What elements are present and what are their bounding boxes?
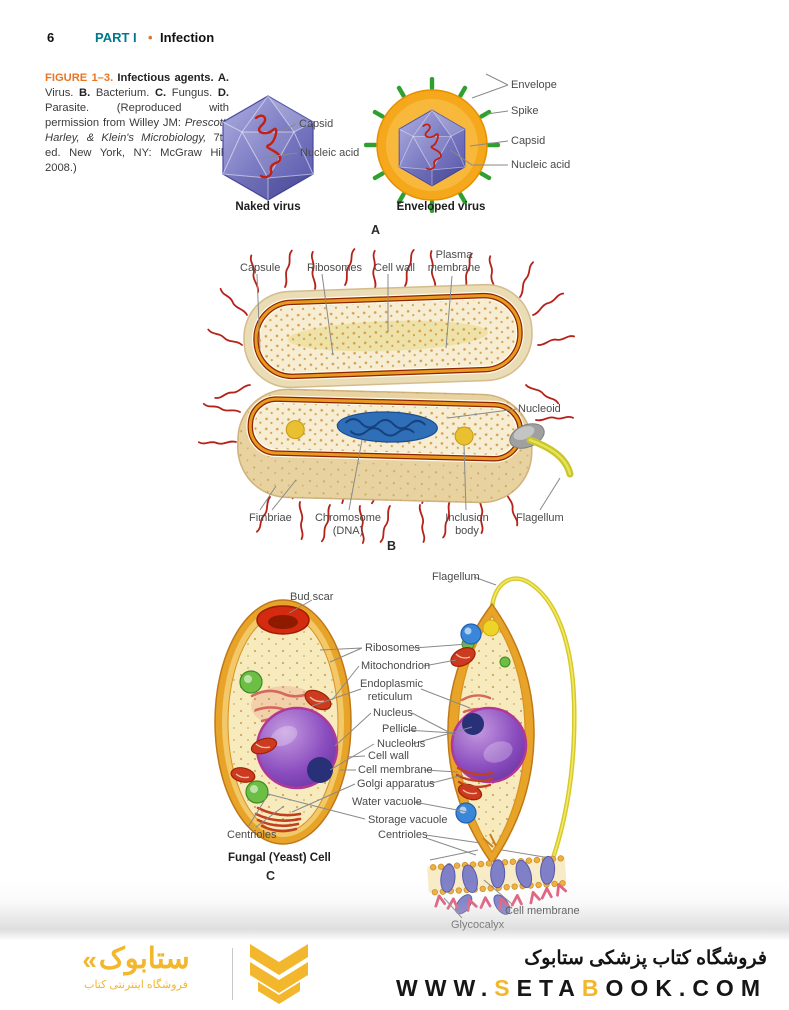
fungal-nucleolus [307, 757, 333, 783]
label-pellicle: Pellicle [382, 723, 417, 735]
fungal-cell-illustration [214, 599, 352, 845]
bacterial-flagellum [509, 423, 574, 478]
label-endoplasmic-reticulum: Endoplasmic reticulum [360, 678, 423, 703]
caption-title: Infectious agents. [117, 72, 214, 84]
label-water-vacuole: Water vacuole [352, 796, 422, 808]
label-nucleic-acid-naked: Nucleic acid [300, 147, 360, 159]
store-title-fa: فروشگاه کتاب پزشکی ستابوک [524, 948, 767, 969]
setabook-logo: « ستابوک فروشگاه اینترنتی کتاب [46, 943, 226, 991]
figure-illustration [197, 73, 577, 919]
panel-a-leader-lines [261, 73, 509, 166]
logo-subtitle: فروشگاه اینترنتی کتاب [84, 978, 188, 991]
parasite-illustration [447, 576, 577, 875]
footer-divider [232, 948, 233, 1000]
label-bud-scar: Bud scar [290, 591, 334, 603]
label-envelope: Envelope [511, 79, 557, 91]
parasite-flagellum [489, 576, 577, 875]
label-nucleic-acid-enveloped: Nucleic acid [511, 159, 571, 171]
bud-scar [256, 605, 310, 635]
fungal-mitochondria [230, 689, 332, 783]
label-ribosomes-b: Ribosomes [307, 262, 363, 274]
label-cell-membrane-cd: Cell membrane [358, 764, 433, 776]
label-inclusion-body: Inclusion body [445, 512, 489, 537]
bacterium-upper-half [243, 283, 533, 389]
logo-guillemet-mark: « [82, 944, 97, 975]
caption-source: (Reproduced with permission from Willey … [45, 102, 230, 129]
caption-fungal-cell: Fungal (Yeast) Cell [228, 852, 331, 864]
caption-enveloped-virus: Enveloped virus [396, 201, 486, 213]
figure-label: FIGURE 1–3. [45, 72, 114, 84]
fungal-storage-vacuoles [239, 670, 269, 804]
footer-banner: « ستابوک فروشگاه اینترنتی کتاب فروشگاه ک… [0, 940, 789, 1010]
parasite-water-vacuoles [455, 623, 482, 824]
label-fimbriae: Fimbriae [249, 512, 292, 524]
label-storage-vacuole: Storage vacuole [368, 814, 448, 826]
label-glycocalyx: Glycocalyx [451, 919, 505, 931]
section-title: Infection [160, 30, 215, 45]
label-capsid-naked: Capsid [299, 118, 334, 130]
bacterium-illustration [197, 247, 576, 544]
inclusion-body-right [454, 426, 474, 446]
panel-letter-c: C [266, 869, 276, 883]
label-nucleolus: Nucleolus [377, 738, 426, 750]
logo-title: ستابوک [98, 943, 190, 975]
label-cell-wall-b: Cell wall [374, 262, 415, 274]
part-label: PART I [95, 30, 137, 45]
label-mitochondrion: Mitochondrion [361, 660, 431, 672]
page-number: 6 [47, 30, 55, 45]
panel-b-leader-lines [256, 273, 561, 511]
label-nucleus: Nucleus [373, 707, 413, 719]
label-plasma-membrane: Plasma membrane [427, 249, 481, 274]
flagellum-basal-body [482, 619, 500, 637]
footer-right-block: فروشگاه کتاب پزشکی ستابوک WWW.SETABOOK.C… [396, 947, 767, 1002]
label-capsid-enveloped: Capsid [511, 135, 546, 147]
panel-letter-a: A [371, 223, 381, 237]
label-spike: Spike [511, 105, 539, 117]
label-nucleoid: Nucleoid [518, 403, 561, 415]
bacterium-lower-half [237, 388, 533, 504]
parasite-mitochondria [450, 647, 483, 801]
label-flagellum-b: Flagellum [516, 512, 564, 524]
bullet-separator: • [148, 30, 153, 45]
parasite-nucleolus [462, 713, 484, 735]
label-ribosomes-cd: Ribosomes [365, 642, 421, 654]
label-cell-wall-cd: Cell wall [368, 750, 409, 762]
panel-letter-b: B [387, 539, 397, 553]
caption-naked-virus: Naked virus [235, 201, 301, 213]
label-capsule: Capsule [240, 262, 281, 274]
label-chromosome-dna: Chromosome (DNA) [314, 512, 382, 537]
label-centrioles-left: Centrioles [227, 829, 277, 841]
parasite-centrioles [482, 833, 497, 848]
chromosome-nucleoid [336, 411, 438, 443]
fungal-golgi [254, 806, 302, 833]
store-url: WWW.SETABOOK.COM [396, 975, 767, 1001]
enveloped-virus-illustration [364, 77, 500, 213]
chevron-logo-icon [250, 944, 308, 1004]
label-centrioles-right: Centrioles [378, 829, 428, 841]
caption-source-italic: Prescott, Harley, & Klein's Microbiology… [45, 117, 229, 144]
label-golgi-apparatus: Golgi apparatus [357, 778, 435, 790]
inclusion-body-left [285, 420, 305, 440]
label-flagellum-d: Flagellum [432, 571, 480, 583]
label-cell-membrane-detail: Cell membrane [505, 905, 580, 917]
